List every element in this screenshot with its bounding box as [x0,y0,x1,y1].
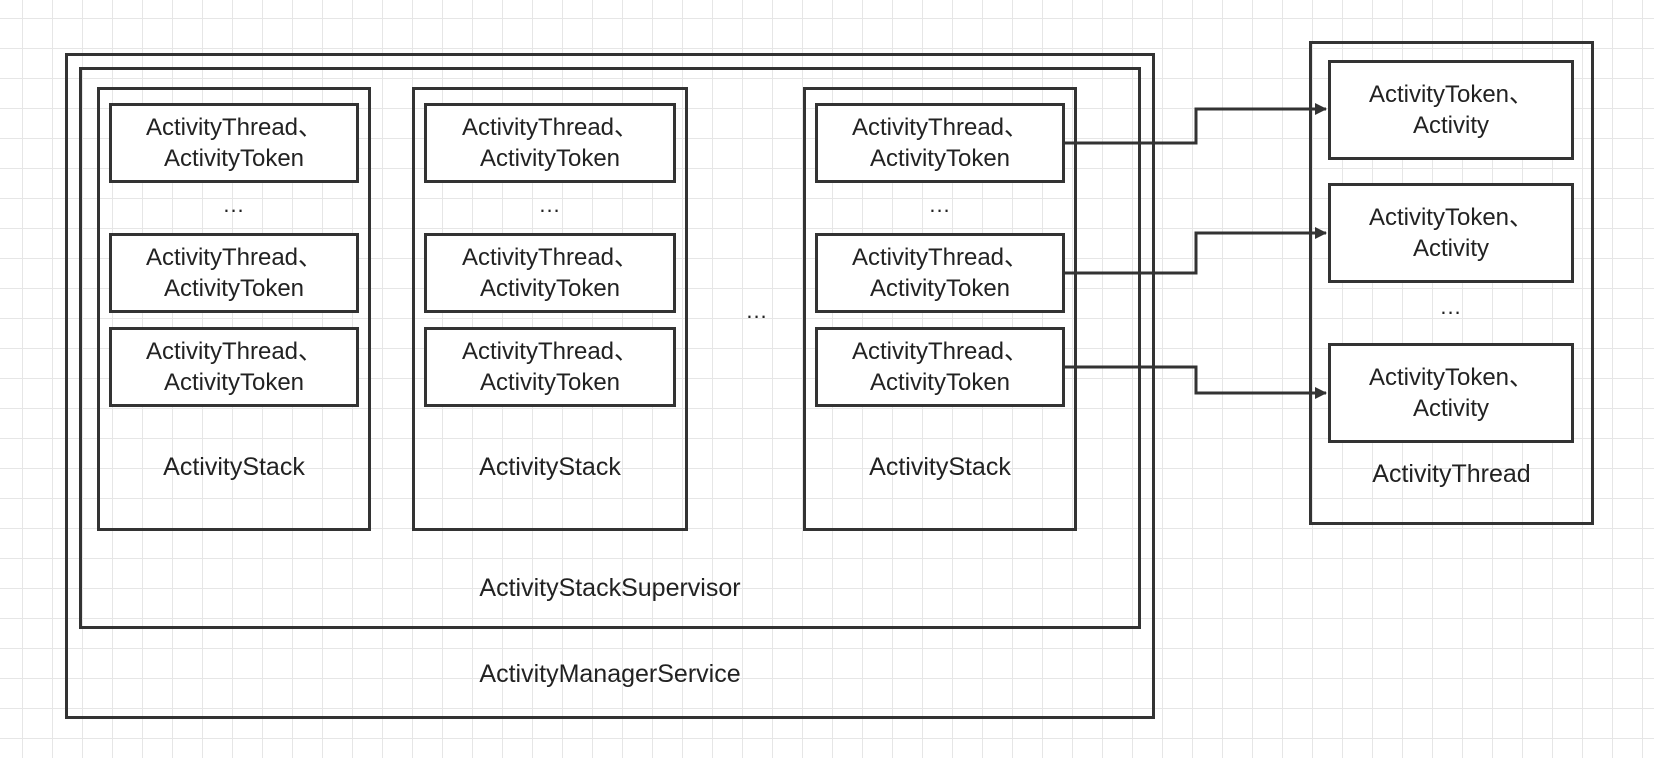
stack-1-item-2: ActivityThread、 ActivityToken [109,233,359,313]
item-line-2: ActivityToken [163,275,305,302]
item-line-1: ActivityThread、 [851,244,1029,271]
item-line-1: ActivityThread、 [145,338,323,365]
item-line-1: ActivityThread、 [851,338,1029,365]
connector-arrow-1 [1065,103,1327,145]
stack-3-item-2: ActivityThread、 ActivityToken [815,233,1065,313]
activity-stack-2 [412,87,688,531]
activity-stack-supervisor-label: ActivityStackSupervisor [479,574,741,602]
stack-2-label: ActivityStack [479,453,621,481]
item-line-1: ActivityThread、 [145,114,323,141]
item-line-1: ActivityToken、 [1368,204,1534,231]
item-line-2: Activity [1412,112,1489,139]
stack-3-label: ActivityStack [869,453,1011,481]
stack-3-ellipsis: ... [929,192,951,217]
activity-thread-item-3: ActivityToken、 Activity [1328,343,1574,443]
item-line-2: Activity [1412,395,1489,422]
item-line-2: Activity [1412,235,1489,262]
stack-1-label: ActivityStack [163,453,305,481]
stack-2-ellipsis: ... [539,192,561,217]
item-line-1: ActivityToken、 [1368,81,1534,108]
stack-1-item-3: ActivityThread、 ActivityToken [109,327,359,407]
item-line-2: ActivityToken [479,369,621,396]
item-line-1: ActivityThread、 [461,338,639,365]
between-stacks-ellipsis: ... [746,298,768,323]
stack-3-item-3: ActivityThread、 ActivityToken [815,327,1065,407]
item-line-1: ActivityThread、 [851,114,1029,141]
activity-manager-service-box [65,53,1155,719]
stack-1-item-1: ActivityThread、 ActivityToken [109,103,359,183]
activity-thread-label: ActivityThread [1372,460,1531,488]
activity-thread-item-1: ActivityToken、 Activity [1328,60,1574,160]
activity-stack-3 [803,87,1077,531]
item-line-1: ActivityThread、 [461,244,639,271]
item-line-1: ActivityThread、 [461,114,639,141]
item-line-1: ActivityThread、 [145,244,323,271]
item-line-2: ActivityToken [479,275,621,302]
stack-3-item-1: ActivityThread、 ActivityToken [815,103,1065,183]
activity-stack-1 [97,87,371,531]
stack-2-item-1: ActivityThread、 ActivityToken [424,103,676,183]
item-line-2: ActivityToken [479,145,621,172]
activity-thread-ellipsis: ... [1440,294,1462,319]
connector-arrow-2 [1065,227,1327,275]
item-line-2: ActivityToken [163,145,305,172]
activity-thread-box [1309,41,1594,525]
item-line-2: ActivityToken [163,369,305,396]
stack-2-item-3: ActivityThread、 ActivityToken [424,327,676,407]
item-line-2: ActivityToken [869,369,1011,396]
connector-arrow-3 [1065,365,1327,399]
stack-1-ellipsis: ... [223,192,245,217]
item-line-2: ActivityToken [869,275,1011,302]
activity-manager-service-label: ActivityManagerService [479,660,741,688]
item-line-1: ActivityToken、 [1368,364,1534,391]
activity-thread-item-2: ActivityToken、 Activity [1328,183,1574,283]
stack-2-item-2: ActivityThread、 ActivityToken [424,233,676,313]
activity-stack-supervisor-box [79,67,1141,629]
item-line-2: ActivityToken [869,145,1011,172]
